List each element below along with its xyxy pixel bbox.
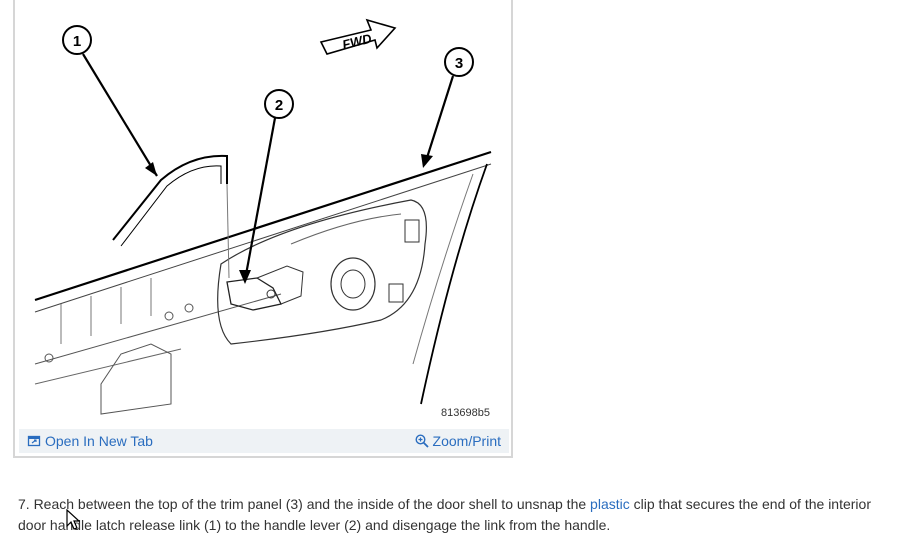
plastic-link[interactable]: plastic [590, 496, 630, 512]
open-in-new-tab-link[interactable]: Open In New Tab [19, 433, 161, 449]
figure-frame: 1 2 3 FWD 813698b5 [13, 0, 513, 458]
svg-text:1: 1 [73, 33, 81, 50]
magnifier-plus-icon [415, 434, 429, 448]
door-diagram-svg: 1 2 3 FWD [34, 18, 492, 415]
open-new-tab-icon [27, 434, 41, 448]
mouse-pointer-icon [66, 508, 81, 531]
svg-text:2: 2 [275, 97, 283, 114]
callout-1: 1 [62, 25, 92, 55]
svg-text:3: 3 [455, 55, 463, 72]
callout-3: 3 [444, 47, 474, 77]
step-text-suffix: clip that secures the end of the interio… [18, 496, 871, 533]
figure-code: 813698b5 [441, 407, 490, 419]
open-in-new-tab-label: Open In New Tab [45, 433, 153, 449]
figure-toolbar: Open In New Tab Zoom/Print [19, 429, 509, 453]
svg-text:FWD: FWD [341, 31, 374, 53]
zoom-print-label: Zoom/Print [432, 433, 501, 449]
step-text-prefix: 7. Reach between the top of the trim pan… [18, 496, 591, 512]
callout-2: 2 [264, 89, 294, 119]
zoom-print-link[interactable]: Zoom/Print [407, 433, 509, 449]
step-instruction: 7. Reach between the top of the trim pan… [18, 494, 898, 536]
fwd-direction-arrow: FWD [319, 18, 397, 55]
door-diagram: 1 2 3 FWD 813698b5 [21, 4, 505, 428]
